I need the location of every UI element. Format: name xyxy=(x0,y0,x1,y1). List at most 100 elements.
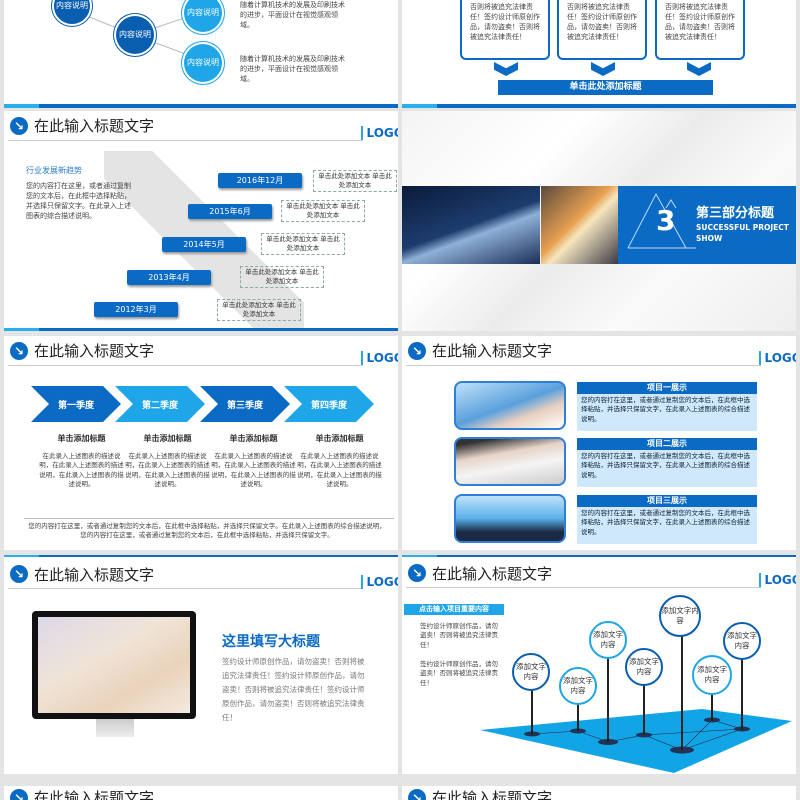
footer-bar xyxy=(4,328,398,331)
date-button[interactable]: 2015年6月 xyxy=(188,204,272,219)
arrow-down-right-icon: ↘ xyxy=(408,789,426,800)
text-placeholder[interactable]: 单击此处添加文本 单击此处添加文本 xyxy=(281,200,365,223)
text-box: 否则将被追究法律责任！签约设计师原创作品，请勿盗卖！否则将被追究法律责任！ xyxy=(460,0,550,60)
text-placeholder[interactable]: 单击此处添加文本 单击此处添加文本 xyxy=(217,299,301,322)
date-button[interactable]: 2014年5月 xyxy=(162,237,246,252)
logo: LOGO xyxy=(758,351,796,365)
pin-stick xyxy=(643,672,645,735)
project-text: 您的内容打在这里，或者通过复制您的文本后，在此框中选择粘贴，并选择只保留文字，在… xyxy=(577,507,757,544)
text-placeholder[interactable]: 单击此处添加文本 单击此处添加文本 xyxy=(240,266,324,289)
arrow-down-right-icon: ↘ xyxy=(408,564,426,582)
station-photo xyxy=(541,186,618,264)
logo: LOGO xyxy=(758,573,796,587)
quarter-arrow-1[interactable]: 第一季度 xyxy=(31,386,121,422)
business-people-photo xyxy=(454,494,566,543)
desc-text: 随着计算机技术的发展及印刷技术的进步，平面设计在视觉感观领域。 xyxy=(240,1,345,30)
divider xyxy=(8,140,363,141)
body-text: 签约设计师原创作品，请勿盗卖！否则将被追究法律责任！签约设计师原创作品，请勿盗卖… xyxy=(222,657,365,722)
meeting-photo xyxy=(38,617,190,713)
date-button[interactable]: 2016年12月 xyxy=(218,173,302,188)
triangle-outline-icon xyxy=(627,192,696,249)
quarter-arrow-4[interactable]: 第四季度 xyxy=(284,386,374,422)
pin-marker[interactable]: 添加文字内容 xyxy=(559,667,597,705)
item-title: 单击添加标题 xyxy=(143,434,192,443)
arrow-down-right-icon: ↘ xyxy=(10,117,28,135)
section-subtitle: SUCCESSFUL PROJECT SHOW xyxy=(696,223,789,244)
arrow-down-right-icon: ↘ xyxy=(10,342,28,360)
item-text: 在此录入上述图表的描述说明，在此录入上述图表的描述说明，在此录入上述图表的描述说… xyxy=(297,452,382,489)
divider xyxy=(24,518,394,519)
divider xyxy=(8,588,363,589)
section-banner: 3 第三部分标题 SUCCESSFUL PROJECT SHOW xyxy=(618,186,796,264)
pin-marker[interactable]: 添加文字内容 xyxy=(723,622,761,660)
para-text: 签约设计师原创作品，请勿盗卖！否则将被追究法律责任！ xyxy=(420,660,498,687)
monitor-stand xyxy=(96,719,134,737)
text-placeholder[interactable]: 单击此处添加文本 单击此处添加文本 xyxy=(313,170,397,193)
content-circle: 内容说明 xyxy=(184,0,222,32)
header-bar xyxy=(4,555,398,557)
add-title-button[interactable]: 单击此处添加标题 xyxy=(498,80,713,95)
footer-text: 您的内容打在这里，或者通过复制您的文本后，在此框中选择粘贴，并选择只保留文字。在… xyxy=(28,522,386,540)
highway-photo xyxy=(402,186,540,264)
quarter-arrow-2[interactable]: 第二季度 xyxy=(115,386,205,422)
slide-partial[interactable]: ↘ 在此输入标题文字 xyxy=(402,786,796,800)
slide-network[interactable]: 内容说明 内容说明 内容说明 内容说明 随着计算机技术的发展及印刷技术的进步，平… xyxy=(4,0,398,108)
pin-marker[interactable]: 添加文字内容 xyxy=(659,595,701,637)
slide-title: 在此输入标题文字 xyxy=(34,789,155,800)
date-button[interactable]: 2012年3月 xyxy=(94,302,178,317)
quarter-arrow-3[interactable]: 第三季度 xyxy=(200,386,290,422)
slide-title: 在此输入标题文字 xyxy=(432,565,553,583)
pin-marker[interactable]: 添加文字内容 xyxy=(625,648,663,686)
slide-projects[interactable]: ↘ 在此输入标题文字 LOGO 项目一展示 您的内容打在这里，或者通过复制您的文… xyxy=(402,336,796,550)
subtitle: 行业发展新趋势 xyxy=(26,166,82,175)
quarter-item: 单击添加标题在此录入上述图表的描述说明，在此录入上述图表的描述说明，在此录入上述… xyxy=(211,433,296,490)
header-bar xyxy=(402,555,796,557)
project-text: 您的内容打在这里，或者通过复制您的文本后，在此框中选择粘贴，并选择只保留文字，在… xyxy=(577,394,757,431)
content-circle: 内容说明 xyxy=(116,16,154,54)
project-title: 项目三展示 xyxy=(577,495,757,507)
pin-stick xyxy=(711,681,713,721)
quarter-item: 单击添加标题在此录入上述图表的描述说明，在此录入上述图表的描述说明，在此录入上述… xyxy=(39,433,124,490)
pin-stick xyxy=(607,650,609,742)
body-text: 您的内容打在这里，或者通过复制您的文本后，在此框中选择粘贴，并选择只保留文字。在… xyxy=(26,182,131,221)
floor-plane xyxy=(480,709,792,773)
slide-section[interactable]: 3 第三部分标题 SUCCESSFUL PROJECT SHOW xyxy=(402,111,796,331)
project-title: 项目二展示 xyxy=(577,438,757,450)
pin-marker[interactable]: 添加文字内容 xyxy=(692,655,732,695)
section-number: 3 xyxy=(656,204,676,237)
content-circle: 内容说明 xyxy=(184,44,222,82)
pin-stick xyxy=(681,628,683,750)
quarter-item: 单击添加标题在此录入上述图表的描述说明，在此录入上述图表的描述说明，在此录入上述… xyxy=(125,433,210,490)
writing-photo xyxy=(454,381,566,430)
slide-monitor[interactable]: ↘ 在此输入标题文字 LOGO 这里填写大标题 签约设计师原创作品，请勿盗卖！否… xyxy=(4,555,398,774)
footer-bar xyxy=(4,104,398,108)
handshake-photo xyxy=(454,437,566,486)
logo: LOGO xyxy=(360,126,398,140)
pin-stick xyxy=(741,650,743,730)
pin-marker[interactable]: 添加文字内容 xyxy=(512,653,550,691)
divider xyxy=(406,365,761,366)
item-text: 在此录入上述图表的描述说明，在此录入上述图表的描述说明，在此录入上述图表的描述说… xyxy=(125,452,210,489)
tag-label: 点击输入项目重要内容 xyxy=(404,604,504,615)
section-title: 第三部分标题 xyxy=(696,206,775,221)
slide-title: 在此输入标题文字 xyxy=(34,342,155,360)
arrow-down-right-icon: ↘ xyxy=(10,789,28,800)
slide-title: 在此输入标题文字 xyxy=(432,342,553,360)
text-placeholder[interactable]: 单击此处添加文本 单击此处添加文本 xyxy=(261,233,345,256)
quarter-item: 单击添加标题在此录入上述图表的描述说明，在此录入上述图表的描述说明，在此录入上述… xyxy=(297,433,382,490)
slide-timeline[interactable]: ↘ 在此输入标题文字 LOGO 行业发展新趋势 您的内容打在这里，或者通过复制您… xyxy=(4,111,398,331)
text-box: 否则将被追究法律责任！签约设计师原创作品，请勿盗卖！否则将被追究法律责任！ xyxy=(557,0,647,60)
slide-partial[interactable]: ↘ 在此输入标题文字 xyxy=(4,786,398,800)
slide-quarters[interactable]: ↘ 在此输入标题文字 LOGO 第一季度 第二季度 第三季度 第四季度 单击添加… xyxy=(4,336,398,550)
slide-boxes[interactable]: 否则将被追究法律责任！签约设计师原创作品，请勿盗卖！否则将被追究法律责任！ 否则… xyxy=(402,0,796,108)
date-button[interactable]: 2013年4月 xyxy=(127,270,211,285)
monitor-icon xyxy=(32,611,196,719)
pin-stick xyxy=(577,688,579,731)
pin-marker[interactable]: 添加文字内容 xyxy=(589,621,627,659)
chevron-down-icon xyxy=(591,62,615,76)
project-text: 您的内容打在这里，或者通过复制您的文本后，在此框中选择粘贴，并选择只保留文字，在… xyxy=(577,450,757,487)
arrow-down-right-icon: ↘ xyxy=(10,565,28,583)
slide-title: 在此输入标题文字 xyxy=(432,789,553,800)
divider xyxy=(406,587,761,588)
slide-pins[interactable]: ↘ 在此输入标题文字 LOGO 点击输入项目重要内容 签约设计师原创作品，请勿盗… xyxy=(402,555,796,774)
